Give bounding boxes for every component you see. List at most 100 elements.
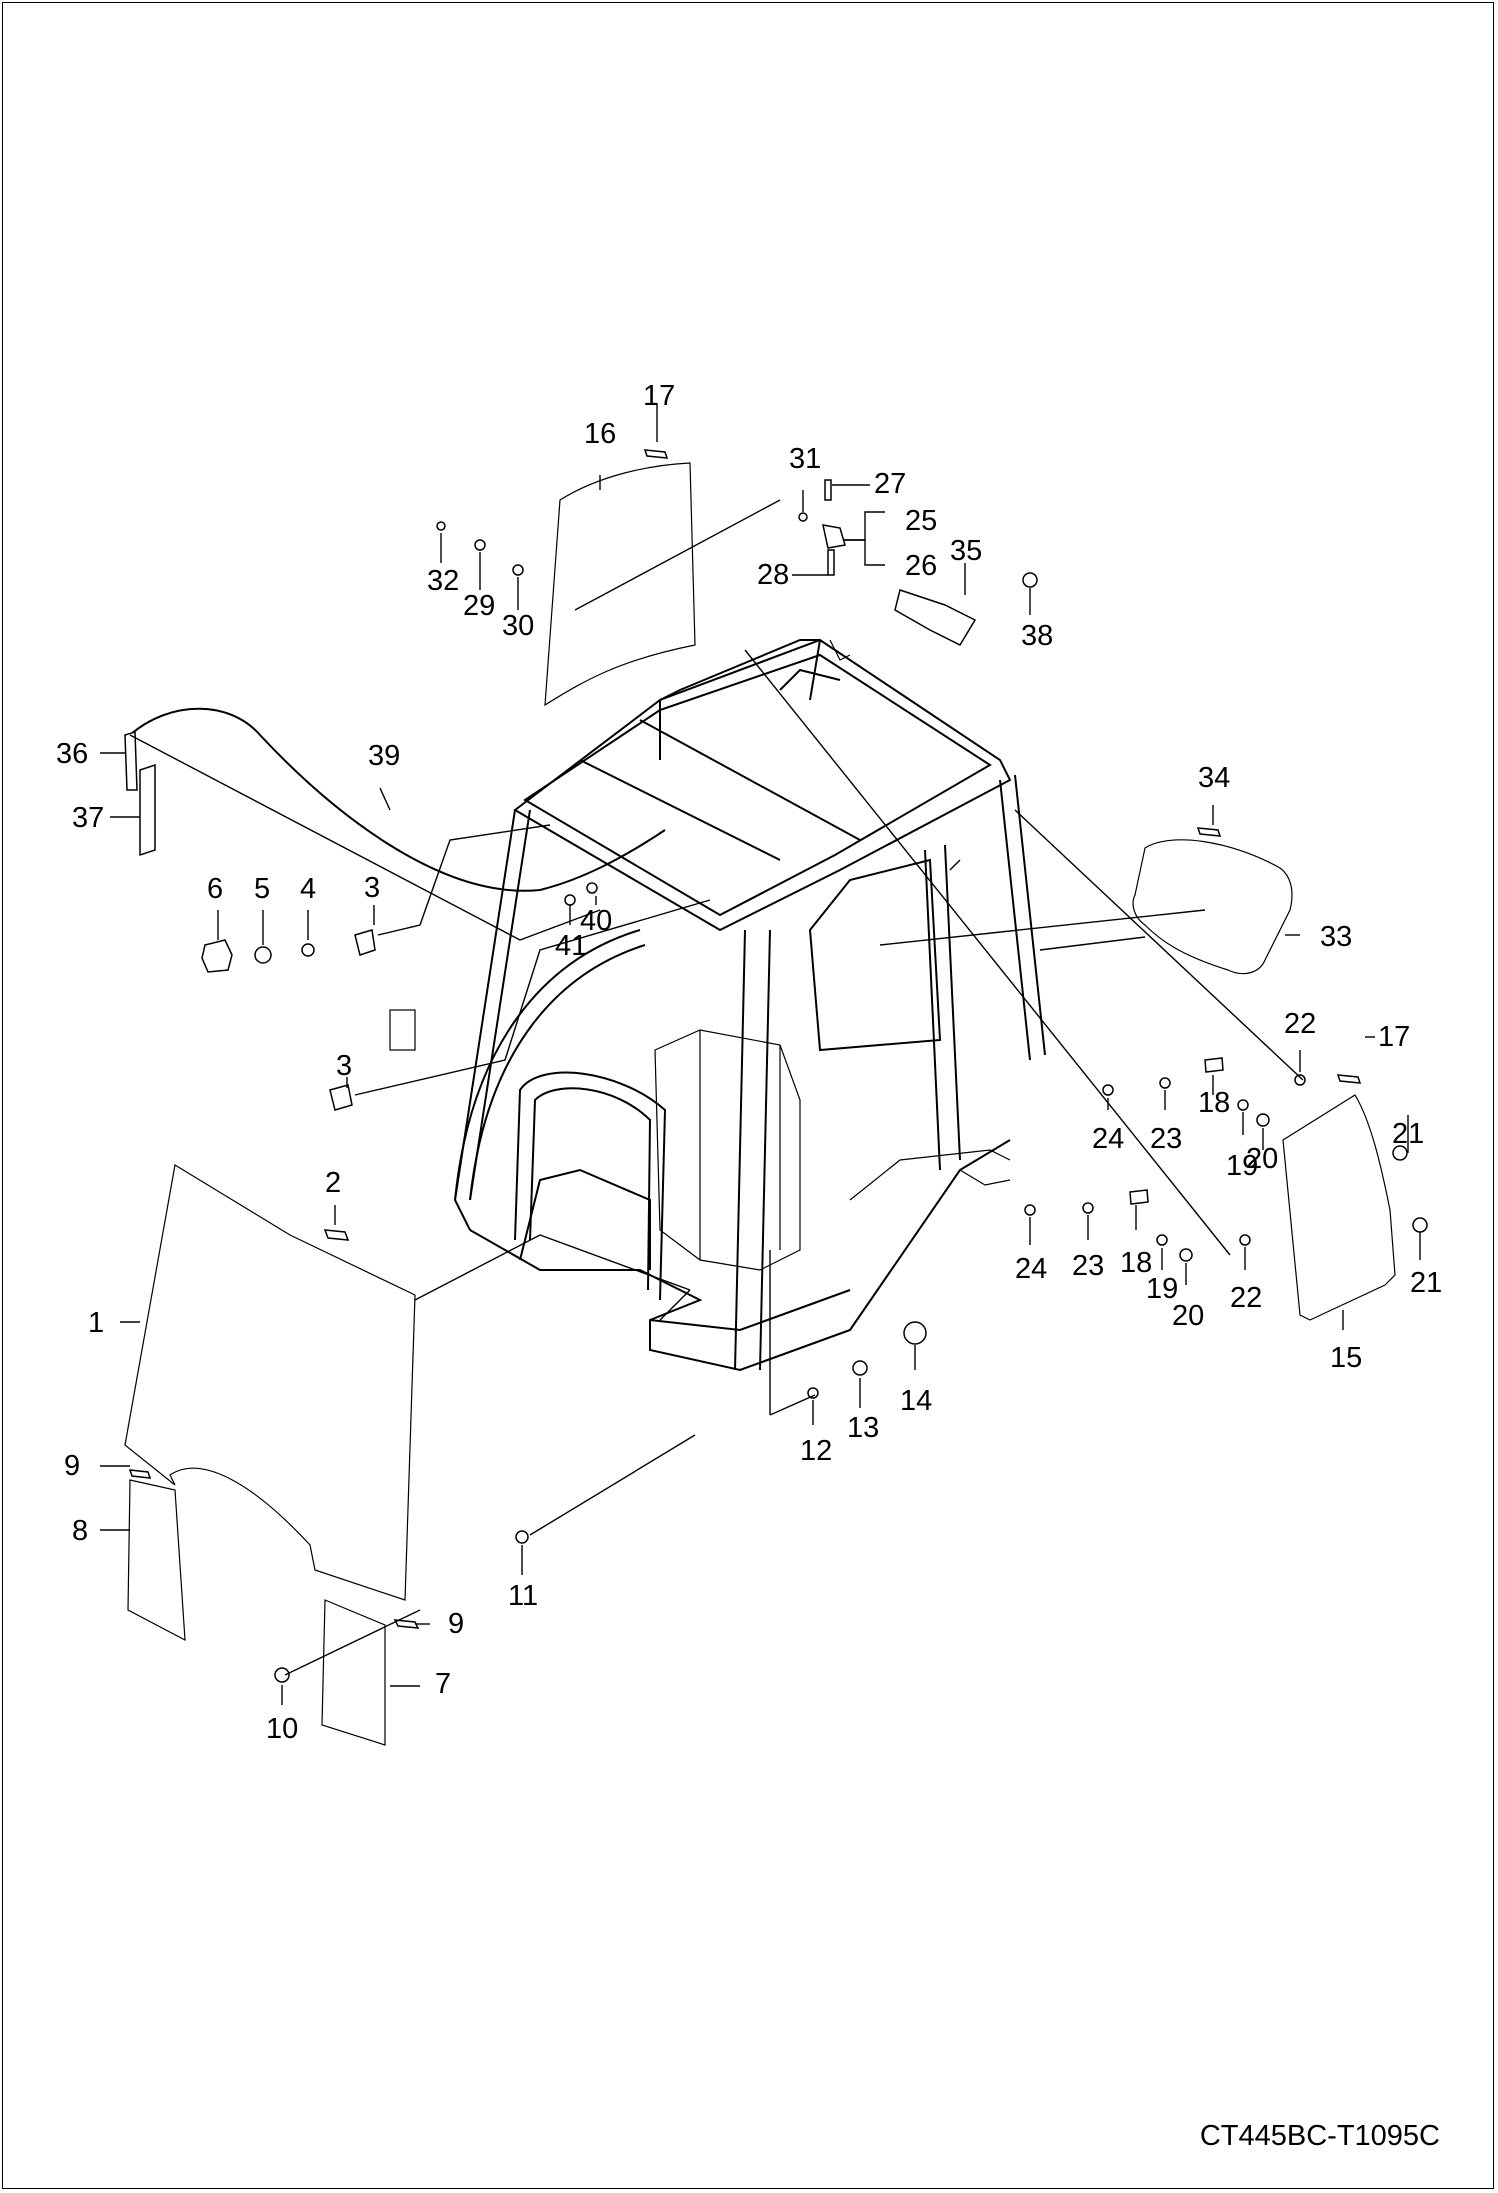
callout-19: 19 [1146, 1273, 1178, 1305]
part-20-nut [1256, 1113, 1270, 1127]
callout-3: 3 [336, 1050, 352, 1082]
callout-6: 6 [207, 873, 223, 905]
callout-10: 10 [266, 1713, 298, 1745]
part-4-washer [301, 943, 315, 957]
callout-33: 33 [1320, 921, 1352, 953]
callout-3: 3 [364, 872, 380, 904]
part-12-washer [807, 1387, 819, 1399]
callout-39: 39 [368, 740, 400, 772]
callout-32: 32 [427, 565, 459, 597]
part-36-bracket [124, 731, 138, 791]
callout-35: 35 [950, 535, 982, 567]
part-8-lower-glass [127, 1479, 186, 1642]
callout-15: 15 [1330, 1342, 1362, 1374]
callout-27: 27 [874, 468, 906, 500]
part-15-side-glass [1282, 1094, 1396, 1321]
part-16-rear-glass [544, 462, 696, 707]
callout-22: 22 [1230, 1282, 1262, 1314]
callout-19: 19 [1226, 1150, 1258, 1182]
callout-25: 25 [905, 505, 937, 537]
callout-36: 36 [56, 738, 88, 770]
callout-38: 38 [1021, 620, 1053, 652]
part-21-knob [1412, 1217, 1428, 1233]
callout-23: 23 [1150, 1123, 1182, 1155]
leader-lines [100, 405, 1421, 1705]
part-9-spacer [128, 1469, 152, 1479]
callout-29: 29 [463, 590, 495, 622]
part-front-windshield [124, 1164, 416, 1601]
callout-4: 4 [300, 873, 316, 905]
part-11-washer [515, 1530, 529, 1544]
part-9-spacer [393, 1619, 420, 1629]
part-6-knob [201, 939, 233, 973]
callout-2: 2 [325, 1167, 341, 1199]
callout-22: 22 [1284, 1008, 1316, 1040]
callout-16: 16 [584, 418, 616, 450]
callout-37: 37 [72, 802, 104, 834]
callout-21: 21 [1392, 1118, 1424, 1150]
part-13-bushing [852, 1360, 868, 1376]
callout-18: 18 [1120, 1247, 1152, 1279]
callout-30: 30 [502, 610, 534, 642]
callout-20: 20 [1172, 1300, 1204, 1332]
callout-24: 24 [1092, 1123, 1124, 1155]
part-18-hinge [1129, 1189, 1149, 1205]
part-24-bolt [1024, 1204, 1036, 1216]
part-5-nut [254, 946, 272, 964]
part-21-knob [1392, 1145, 1408, 1161]
callout-14: 14 [900, 1385, 932, 1417]
callout-31: 31 [789, 443, 821, 475]
part-18-hinge [1204, 1057, 1224, 1073]
callout-24: 24 [1015, 1253, 1047, 1285]
callout-11: 11 [508, 1580, 538, 1612]
part-40-clip [586, 882, 598, 894]
part-17-pin [643, 449, 669, 459]
part-38-nut [1022, 572, 1038, 588]
part-32-bolt [436, 521, 446, 531]
callout-18: 18 [1198, 1087, 1230, 1119]
part-30-washer [512, 564, 524, 576]
callout-9: 9 [448, 1608, 464, 1640]
part-37-clip [139, 763, 156, 857]
part-35-strut [894, 589, 977, 646]
callout-20: 20 [1246, 1143, 1278, 1175]
callout-labels: 1 2 3 3 4 5 6 7 8 9 9 10 11 12 13 14 15 … [56, 380, 1442, 1745]
part-19-washer [1156, 1234, 1168, 1246]
part-17-pin [1336, 1074, 1362, 1084]
part-22-washer [1294, 1074, 1306, 1086]
part-29-washer [474, 539, 486, 551]
callout-5: 5 [254, 873, 270, 905]
part-19-washer [1237, 1099, 1249, 1111]
callout-9: 9 [64, 1450, 80, 1482]
part-22-washer [1239, 1234, 1251, 1246]
part-7-lower-glass [321, 1599, 386, 1746]
callout-26: 26 [905, 550, 937, 582]
part-14-cap [903, 1321, 927, 1345]
callout-23: 23 [1072, 1250, 1104, 1282]
part-33-rear-window [1132, 839, 1293, 975]
part-23-washer [1159, 1077, 1171, 1089]
callout-34: 34 [1198, 762, 1230, 794]
drawing-code: CT445BC-T1095C [1199, 2120, 1440, 2152]
cab-frame [389, 638, 1046, 1372]
part-24-bolt [1102, 1084, 1114, 1096]
part-20-nut [1179, 1248, 1193, 1262]
part-27-pin [824, 479, 832, 501]
callout-7: 7 [435, 1668, 451, 1700]
callout-41: 41 [555, 930, 587, 962]
callout-40: 40 [580, 905, 612, 937]
part-10-knob [274, 1667, 290, 1683]
part-23-washer [1082, 1202, 1094, 1214]
part-31-washer [798, 512, 808, 522]
part-39-cable [129, 707, 666, 892]
part-41-grommet [564, 894, 576, 906]
callout-17: 17 [643, 380, 675, 412]
part-3-bracket [354, 929, 376, 956]
part-3-bracket [329, 1084, 353, 1111]
part-2-pin [323, 1229, 350, 1241]
callout-28: 28 [757, 559, 789, 591]
part-28-pin [827, 549, 835, 576]
part-34-pin [1196, 827, 1222, 837]
callout-1: 1 [88, 1307, 104, 1339]
